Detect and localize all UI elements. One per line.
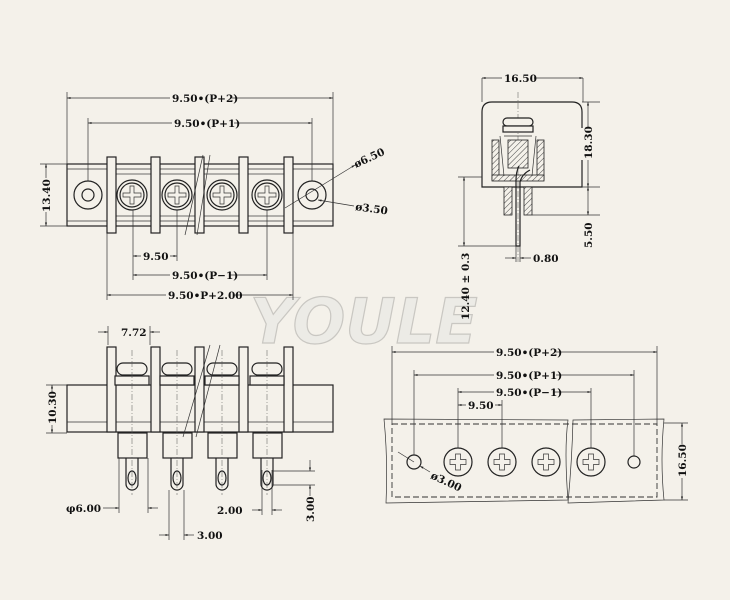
barrier [238, 346, 249, 433]
watermark-logo: YOULE [250, 285, 478, 358]
barrier [194, 156, 205, 234]
dim-pin-width: 3.00 [197, 530, 223, 542]
screw-hole [487, 447, 517, 477]
side-view: 16.50 18.30 5.50 12.40 ± 0.3 0.80 [458, 71, 600, 320]
mount-hole-right [627, 455, 641, 469]
dim-barrier-span: 9.50•P+2.00 [168, 290, 243, 302]
dim-side-height: 18.30 [583, 126, 595, 159]
terminal-post [159, 350, 195, 495]
barrier [238, 156, 249, 234]
terminal-screw [161, 179, 193, 211]
front-view: 7.72 10.30 φ6.00 3.00 2.00 3.00 [45, 326, 334, 542]
dim-hole-inner-dia: ø3.50 [355, 201, 389, 217]
pcb-dim-width: 16.50 [677, 444, 689, 477]
dim-pitch: 9.50 [143, 251, 169, 263]
dim-pin-length: 12.40 ± 0.3 [460, 253, 472, 320]
screw-hole [576, 447, 606, 477]
pcb-dim-overall-length: 9.50•(P+2) [496, 347, 562, 359]
screw-hole [531, 447, 561, 477]
dim-height: 13.40 [41, 179, 53, 212]
barrier [283, 156, 294, 234]
terminal-screw [206, 179, 238, 211]
dim-body-height: 10.30 [47, 391, 59, 424]
dim-barrier-pitch: 7.72 [121, 327, 147, 339]
pcb-dim-hole-spacing: 9.50•(P+1) [496, 370, 562, 382]
dim-pin-thickness: 0.80 [533, 253, 559, 265]
pcb-layout-view: 9.50•(P+2) 9.50•(P+1) 9.50•(P−1) 9.50 ø3… [383, 345, 689, 504]
terminal-screw [251, 179, 283, 211]
barrier [106, 346, 117, 433]
dim-tube-dia: φ6.00 [66, 503, 101, 515]
dim-slot-width: 2.00 [217, 505, 243, 517]
terminal-post [249, 350, 285, 495]
top-view: 9.50•(P+2) 9.50•(P+1) 13.40 9.50 9.50•(P… [40, 91, 389, 302]
screw-hole [443, 447, 473, 477]
dim-screw-span: 9.50•(P−1) [172, 270, 238, 282]
mount-hole-left [73, 180, 103, 210]
pcb-dim-hole-dia: ø3.00 [429, 470, 464, 495]
dim-hole-outer-dia: ø6.50 [352, 146, 387, 171]
terminal-screw [116, 179, 148, 211]
pcb-dim-pitch: 9.50 [468, 400, 494, 412]
barrier [106, 156, 117, 234]
dim-side-width: 16.50 [504, 73, 537, 85]
barrier [150, 156, 161, 234]
dim-tube-length: 5.50 [583, 222, 595, 248]
dim-slot-height: 3.00 [305, 496, 317, 522]
terminal-post [114, 350, 150, 495]
pcb-dim-screw-span: 9.50•(P−1) [496, 387, 562, 399]
barrier [150, 346, 161, 433]
dim-overall-length: 9.50•(P+2) [172, 93, 238, 105]
barrier [194, 346, 205, 433]
terminal-post [204, 350, 240, 495]
barrier [283, 346, 294, 433]
dim-hole-spacing: 9.50•(P+1) [174, 118, 240, 130]
